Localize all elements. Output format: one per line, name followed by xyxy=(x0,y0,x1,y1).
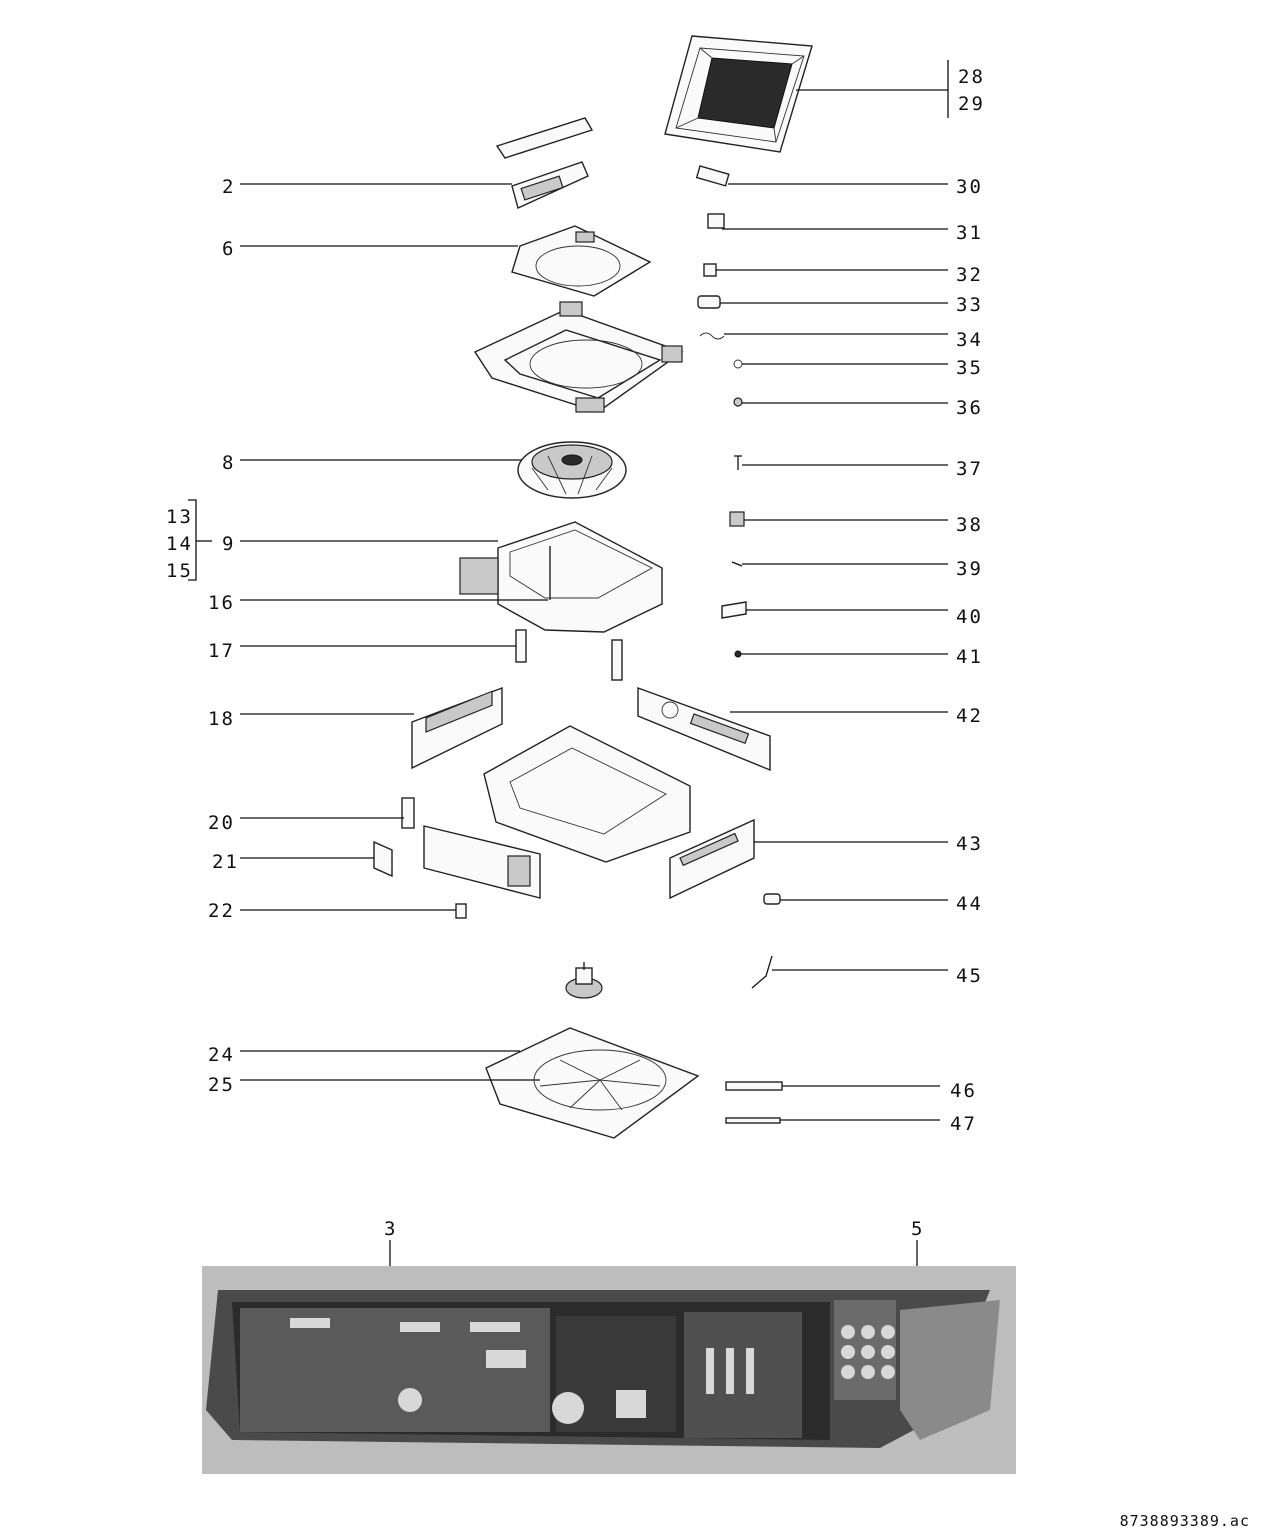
callout-29: 29 xyxy=(958,93,985,115)
part-35-icon xyxy=(733,359,743,369)
part-36-icon xyxy=(733,397,743,407)
callout-46: 46 xyxy=(950,1080,977,1102)
callout-34: 34 xyxy=(956,329,983,351)
small-bracket-icon xyxy=(515,629,623,681)
part-46-icon xyxy=(725,1081,783,1091)
callout-44: 44 xyxy=(956,893,983,915)
part-40-icon xyxy=(721,601,747,619)
callout-37: 37 xyxy=(956,458,983,480)
callout-31: 31 xyxy=(956,222,983,244)
small-parts-column xyxy=(695,165,783,1124)
motor-icon xyxy=(565,962,603,999)
callout-45: 45 xyxy=(956,965,983,987)
side-panel-43-icon xyxy=(669,818,755,900)
cover-strip-icon xyxy=(495,117,594,209)
callout-35: 35 xyxy=(956,357,983,379)
part-45-icon xyxy=(751,955,773,989)
part-34-icon xyxy=(699,332,725,340)
leader-lines xyxy=(188,60,949,1316)
part-33-icon xyxy=(697,295,721,309)
callout-43: 43 xyxy=(956,833,983,855)
part-44-icon xyxy=(763,893,781,905)
callout-38: 38 xyxy=(956,514,983,536)
callout-8: 8 xyxy=(222,452,235,474)
connector-20-icon xyxy=(401,797,415,829)
callout-3: 3 xyxy=(384,1218,397,1240)
part-31-icon xyxy=(707,213,725,229)
small-board-21-icon xyxy=(373,840,393,878)
callout-24: 24 xyxy=(208,1044,235,1066)
callout-6: 6 xyxy=(222,238,235,260)
drain-pan-icon xyxy=(459,521,663,633)
small-part-22-icon xyxy=(455,903,467,919)
part-38-icon xyxy=(729,511,745,527)
callout-47: 47 xyxy=(950,1113,977,1135)
callout-17: 17 xyxy=(208,640,235,662)
top-plate-icon xyxy=(511,225,652,297)
part-47-icon xyxy=(725,1117,781,1124)
callout-40: 40 xyxy=(956,606,983,628)
callout-labels: 2 6 8 9 13 14 15 16 17 18 20 21 22 24 25… xyxy=(166,66,985,1240)
part-39-icon xyxy=(731,561,743,567)
callout-42: 42 xyxy=(956,705,983,727)
callout-9: 9 xyxy=(222,533,235,555)
part-37-icon xyxy=(734,455,742,470)
callout-13: 13 xyxy=(166,506,193,528)
callout-14: 14 xyxy=(166,533,193,555)
control-board-photo xyxy=(202,1266,1016,1474)
callout-30: 30 xyxy=(956,176,983,198)
callout-22: 22 xyxy=(208,900,235,922)
chassis-icon xyxy=(483,725,691,863)
callout-2: 2 xyxy=(222,176,235,198)
part-41-icon xyxy=(734,650,742,658)
callout-25: 25 xyxy=(208,1074,235,1096)
callout-32: 32 xyxy=(956,264,983,286)
callout-16: 16 xyxy=(208,592,235,614)
electrical-box-icon xyxy=(423,825,541,899)
part-30-icon xyxy=(695,165,730,187)
callout-15: 15 xyxy=(166,560,193,582)
callout-18: 18 xyxy=(208,708,235,730)
callout-41: 41 xyxy=(956,646,983,668)
side-panel-42-icon xyxy=(637,687,771,772)
bottom-plate-icon xyxy=(485,1027,700,1139)
side-panel-18-icon xyxy=(411,686,503,770)
fan-wheel-icon xyxy=(517,441,627,499)
callout-39: 39 xyxy=(956,558,983,580)
callout-5: 5 xyxy=(911,1218,924,1240)
document-reference: 8738893389.ac xyxy=(1119,1512,1250,1530)
callout-28: 28 xyxy=(958,66,985,88)
callout-20: 20 xyxy=(208,812,235,834)
callout-36: 36 xyxy=(956,397,983,419)
grille-panel-icon xyxy=(664,35,813,153)
part-32-icon xyxy=(703,263,717,277)
callout-21: 21 xyxy=(212,851,239,873)
callout-33: 33 xyxy=(956,294,983,316)
frame-icon xyxy=(473,301,684,413)
